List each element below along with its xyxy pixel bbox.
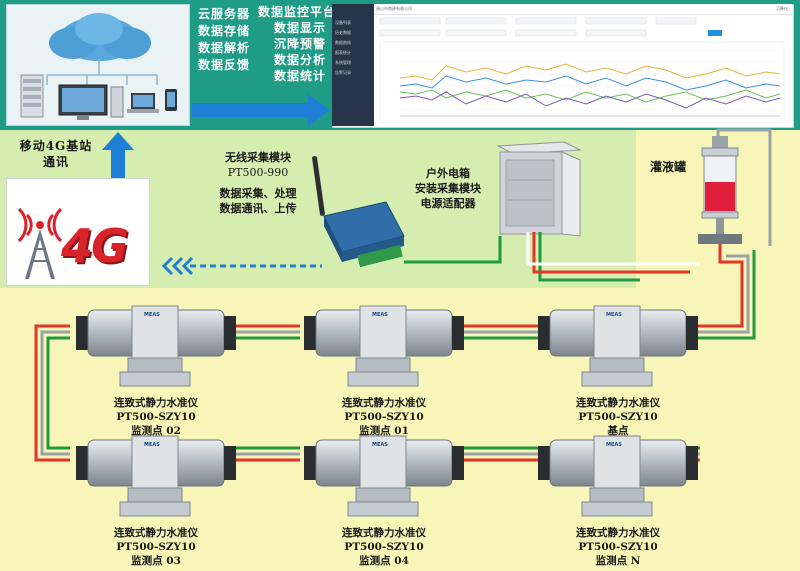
- cloud-service-item: 数据解析: [198, 41, 251, 55]
- platform-text: 数据监控平台 数据显示 沉降预警 数据分析 数据统计: [258, 4, 337, 84]
- sensor-logo: MEAS: [372, 312, 388, 318]
- outdoor-box-line: 户外电箱: [426, 167, 470, 180]
- node-label: 连致式静力水准仪 PT500-SZY10 监测点 01: [324, 396, 444, 438]
- node-name: 连致式静力水准仪: [342, 527, 426, 539]
- node-name: 连致式静力水准仪: [114, 397, 198, 409]
- platform-item: 数据统计: [273, 69, 326, 83]
- outdoor-box-text: 户外电箱 安装采集模块 电源适配器: [396, 166, 500, 211]
- sensor-node-5: [304, 435, 464, 517]
- outdoor-box-line: 安装采集模块: [415, 182, 481, 195]
- wireless-module-title: 无线采集模块: [225, 151, 291, 164]
- node-model: PT500-SZY10: [344, 541, 424, 553]
- cloud-service-item: 数据存储: [198, 24, 251, 38]
- cell-tower-icon: [17, 207, 63, 279]
- sensor-logo: MEAS: [372, 442, 388, 448]
- node-label: 连致式静力水准仪 PT500-SZY10 监测点 N: [558, 526, 678, 568]
- sensor-logo: MEAS: [606, 442, 622, 448]
- sensor-logo: MEAS: [144, 442, 160, 448]
- cloud-service-item: 云服务器: [198, 7, 251, 21]
- 4g-badge: 4G: [61, 219, 129, 273]
- node-point: 监测点 04: [359, 555, 409, 567]
- dashboard-menu-item[interactable]: 系统管理: [335, 60, 351, 65]
- chevron-left-icon: [171, 256, 184, 276]
- dashboard-menu-item[interactable]: 数据曲线: [335, 40, 351, 45]
- dashboard-menu-item[interactable]: 报表统计: [335, 50, 351, 55]
- dashboard-menu-item[interactable]: 历史数据: [335, 30, 351, 35]
- node-label: 连致式静力水准仪 PT500-SZY10 基点: [558, 396, 678, 438]
- dashboard-menu-item[interactable]: 设备列表: [335, 20, 351, 25]
- chevron-left-icon: [181, 256, 194, 276]
- node-model: PT500-SZY10: [344, 411, 424, 423]
- dashboard-sidebar: 设备列表 历史数据 数据曲线 报表统计 系统管理 告警记录: [332, 4, 374, 126]
- sensor-node-4: [76, 435, 236, 517]
- wireless-module-text: 无线采集模块 PT500-990 数据采集、处理 数据通讯、上传: [206, 150, 310, 216]
- node-point: 监测点 N: [595, 555, 641, 567]
- node-point: 监测点 02: [131, 425, 181, 437]
- node-model: PT500-SZY10: [578, 541, 658, 553]
- 4g-station: 4G: [6, 178, 150, 286]
- node-label: 连致式静力水准仪 PT500-SZY10 监测点 03: [96, 526, 216, 568]
- wireless-module-desc: 数据通讯、上传: [219, 202, 297, 215]
- dashboard-company: 唐山市南建有限公司: [376, 6, 412, 11]
- node-label: 连致式静力水准仪 PT500-SZY10 监测点 04: [324, 526, 444, 568]
- dashboard-menu-item[interactable]: 告警记录: [335, 70, 351, 75]
- mobile-station-line: 移动4G基站: [19, 139, 93, 153]
- dashboard-header: 唐山市南建有限公司 沉降仪: [374, 4, 792, 15]
- node-label: 连致式静力水准仪 PT500-SZY10 监测点 02: [96, 396, 216, 438]
- arrow-up-icon: [102, 132, 134, 178]
- platform-item: 沉降预警: [273, 37, 326, 51]
- mobile-station-text: 移动4G基站 通讯: [8, 138, 104, 170]
- cloud-services-text: 云服务器 数据存储 数据解析 数据反馈: [198, 6, 250, 74]
- outdoor-box-line: 电源适配器: [420, 197, 476, 210]
- platform-item: 数据显示: [273, 21, 326, 35]
- cloud-illustration: [6, 4, 190, 126]
- tank-label: 灌液罐: [650, 160, 687, 174]
- node-model: PT500-SZY10: [116, 541, 196, 553]
- sensor-node-1: [76, 305, 236, 387]
- sensor-node-6: [538, 435, 698, 517]
- sensor-logo: MEAS: [606, 312, 622, 318]
- dashboard-user: 沉降仪: [776, 6, 788, 11]
- node-model: PT500-SZY10: [116, 411, 196, 423]
- cloud-service-item: 数据反馈: [198, 58, 251, 72]
- antenna-icon: [312, 156, 325, 216]
- node-model: PT500-SZY10: [578, 411, 658, 423]
- node-name: 连致式静力水准仪: [576, 527, 660, 539]
- wireless-module-model: PT500-990: [227, 166, 289, 179]
- chevron-left-icon: [161, 256, 174, 276]
- node-point: 监测点 03: [131, 555, 181, 567]
- platform-item: 数据监控平台: [258, 5, 337, 19]
- outdoor-cabinet-icon: [496, 141, 582, 237]
- mobile-station-line: 通讯: [42, 155, 69, 169]
- platform-item: 数据分析: [273, 53, 326, 67]
- wireless-module-desc: 数据采集、处理: [219, 187, 297, 200]
- liquid-tank-icon: [698, 136, 742, 244]
- sensor-node-3: [538, 305, 698, 387]
- arrow-to-dashboard-icon: [192, 94, 330, 126]
- node-point: 基点: [607, 425, 629, 437]
- wireless-module: [312, 156, 405, 268]
- sensor-logo: MEAS: [144, 312, 160, 318]
- node-name: 连致式静力水准仪: [576, 397, 660, 409]
- dashboard-content: [379, 17, 785, 123]
- cloud-devices-icon: [20, 13, 177, 120]
- sensor-node-2: [304, 305, 464, 387]
- node-name: 连致式静力水准仪: [342, 397, 426, 409]
- node-point: 监测点 01: [359, 425, 409, 437]
- node-name: 连致式静力水准仪: [114, 527, 198, 539]
